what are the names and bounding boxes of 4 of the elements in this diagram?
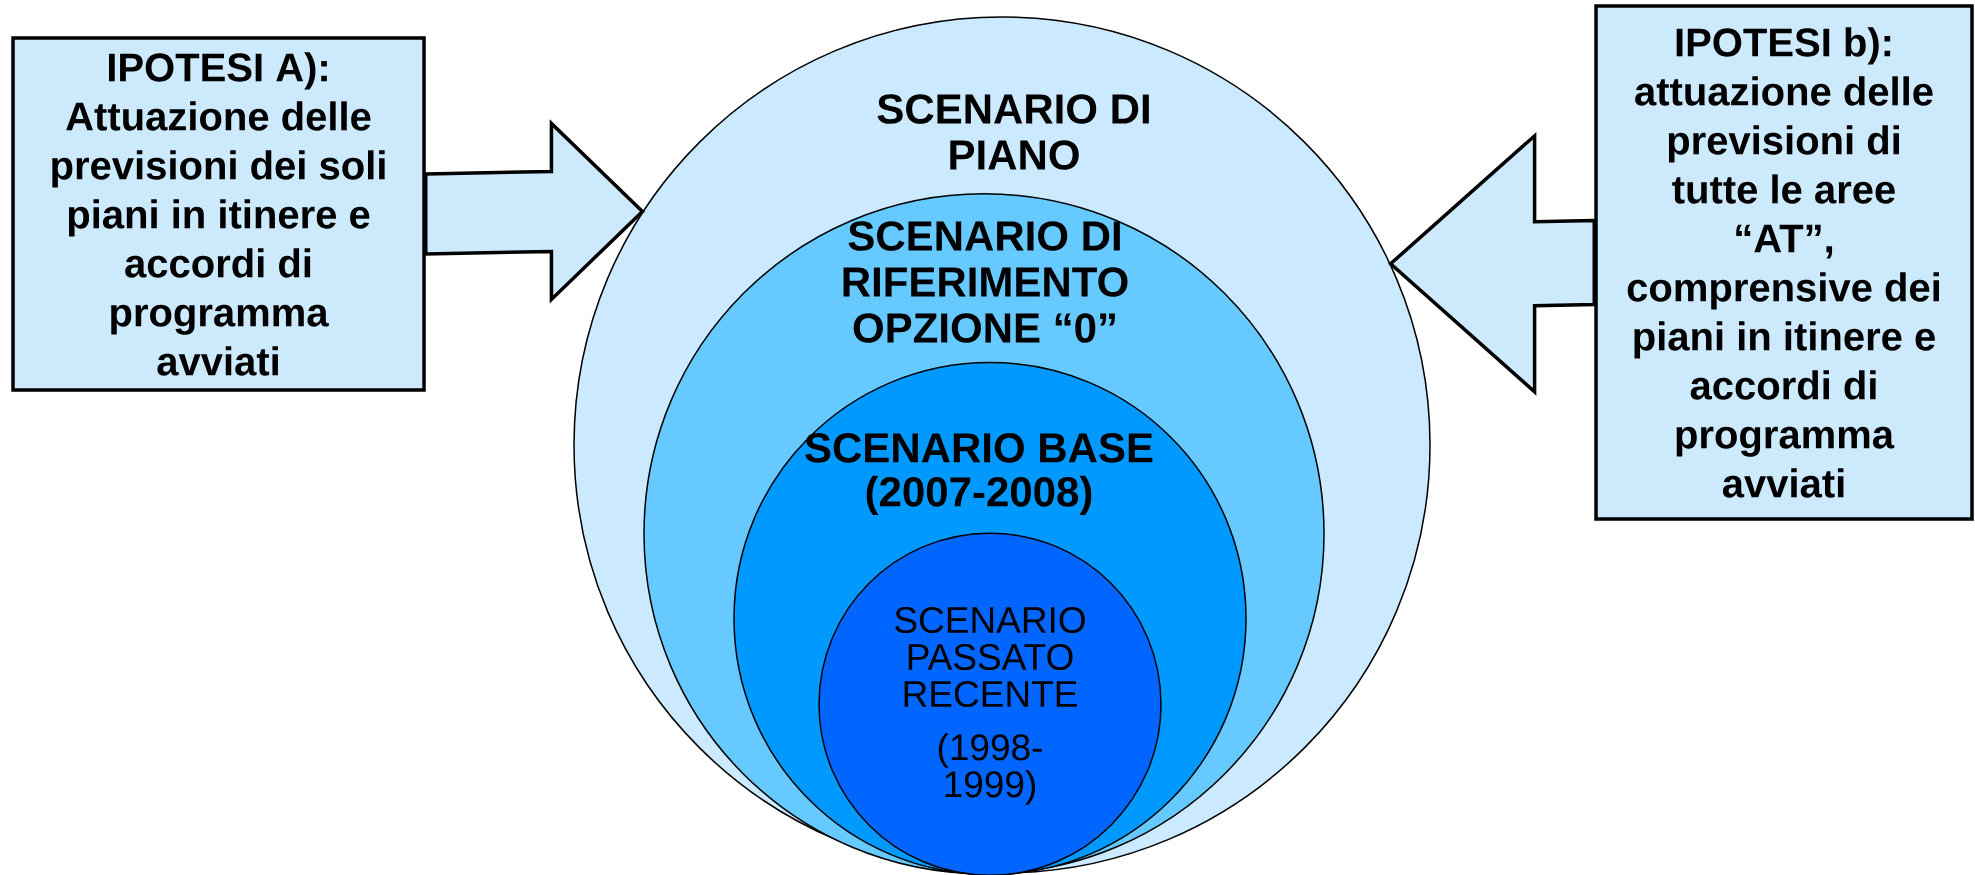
block-arrow: [424, 119, 645, 304]
block-arrow: [1387, 131, 1596, 396]
callout-box: IPOTESI A): Attuazione delle previsioni dei soli piani in itinere e accordi di programma avviati: [11, 36, 426, 392]
callout-box: IPOTESI b): attuazione delle previsioni di tutte le aree “AT”, comprensive dei piani in itinere e accordi di programma avviati: [1594, 4, 1974, 521]
